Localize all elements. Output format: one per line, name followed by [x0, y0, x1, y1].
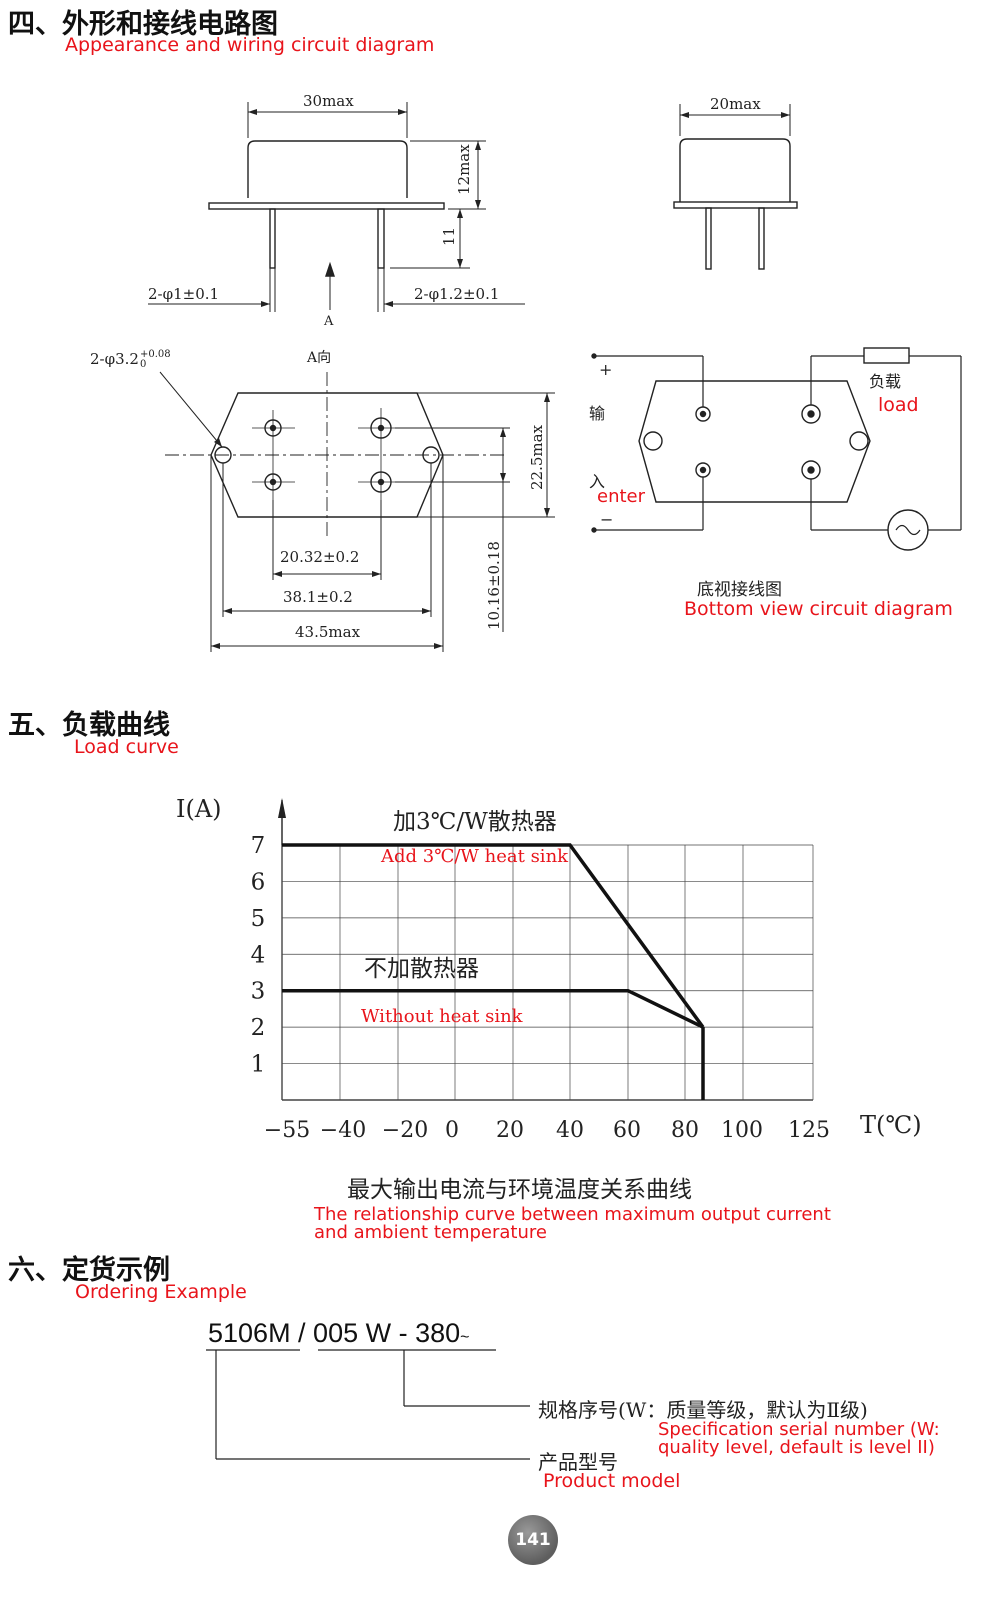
x-tick-label: 80: [671, 1118, 699, 1143]
page-number: 141: [515, 1530, 551, 1550]
order-spec-en: Specification serial number (W: quality …: [658, 1421, 940, 1457]
y-tick-label: 4: [251, 942, 266, 968]
load-curve-caption-en: The relationship curve between maximum o…: [314, 1206, 831, 1242]
circuit-input-zh-2: 入: [589, 472, 606, 491]
x-tick-label: −40: [320, 1118, 366, 1143]
order-spec-en-2: quality level, default is level II): [658, 1437, 935, 1458]
dim-side-width: 20max: [710, 95, 761, 113]
circuit-plus: +: [599, 360, 613, 379]
dim-pin-spacing: 20.32±0.2: [280, 548, 360, 566]
order-model-en: Product model: [543, 1470, 681, 1492]
circuit-load-zh: 负载: [869, 372, 902, 391]
x-tick-label: 100: [721, 1118, 763, 1143]
x-axis-label: T(℃): [860, 1111, 922, 1139]
order-model-zh: 产品型号: [538, 1450, 618, 1474]
x-tick-label: −20: [382, 1118, 428, 1143]
dim-pin-length: 11: [440, 226, 458, 246]
circuit-module-outline: [638, 380, 871, 503]
series-heat-sink-line: [282, 843, 705, 1029]
side-pin-right: [758, 207, 765, 270]
load-curve-chart: 1 2 3 4 5 6 7 −55 −40 −20 0 20 40 60 80 100 125 I(A) T(℃) 加…: [176, 795, 922, 1143]
page-number-badge: 141: [508, 1515, 558, 1565]
circuit-input-en: enter: [597, 486, 646, 507]
load-curve-caption-en-2: and ambient temperature: [314, 1222, 547, 1243]
order-spec-en-1: Specification serial number (W:: [658, 1419, 940, 1440]
side-view-flange: [673, 201, 798, 209]
ac-source: [887, 509, 929, 551]
side-view-body: [679, 138, 791, 202]
series-heat-sink-label-zh: 加3℃/W散热器: [393, 809, 557, 835]
dim-row-spacing: 10.16±0.18: [485, 541, 503, 630]
front-pin-right: [377, 208, 385, 269]
front-view-body: [247, 140, 408, 198]
dim-body-width: 43.5max: [295, 623, 361, 641]
section6-title-en: Ordering Example: [75, 1281, 247, 1303]
series-no-heat-sink-label-en: Without heat sink: [361, 1006, 524, 1027]
x-tick-label: 125: [788, 1118, 830, 1143]
order-spec-zh: 规格序号(W：质量等级，默认为Ⅱ级): [538, 1398, 868, 1422]
x-tick-label: 40: [556, 1118, 584, 1143]
x-tick-label: 0: [445, 1118, 459, 1143]
view-a-label: A向: [307, 350, 332, 366]
order-code-leaders: [206, 1349, 530, 1460]
y-tick-label: 3: [251, 979, 266, 1005]
y-tick-label: 6: [251, 869, 266, 895]
dim-body-height: 22.5max: [528, 424, 546, 490]
front-pin-left: [269, 208, 276, 269]
load-curve-caption-en-1: The relationship curve between maximum o…: [314, 1204, 831, 1225]
dim-pin-dia-right: 2-φ1.2±0.1: [414, 285, 500, 303]
order-code-text: 5106M / 005 W - 380: [208, 1318, 461, 1348]
series-no-heat-sink-label-zh: 不加散热器: [364, 956, 479, 982]
series-heat-sink-label-en: Add 3℃/W heat sink: [380, 846, 569, 867]
section4-title-en: Appearance and wiring circuit diagram: [65, 34, 435, 56]
front-view-flange: [208, 202, 445, 210]
order-code-tilde: ~: [460, 1329, 470, 1346]
load-resistor: [863, 347, 910, 364]
y-tick-label: 7: [251, 833, 266, 859]
dim-pin-dia-left: 2-φ1±0.1: [148, 285, 220, 303]
section4-title-zh: 四、外形和接线电路图: [8, 9, 278, 40]
order-code: 5106M / 005 W - 380~: [208, 1318, 469, 1349]
dim-hole-spacing: 38.1±0.2: [283, 588, 353, 606]
y-axis-arrow: [278, 798, 286, 818]
circuit-load-en: load: [878, 394, 919, 416]
circuit-minus: −: [600, 510, 614, 529]
dim-front-height: 12max: [455, 144, 473, 195]
circuit-input-zh-1: 输: [589, 404, 606, 423]
circuit-caption-zh: 底视接线图: [697, 580, 782, 600]
y-tick-label: 5: [251, 906, 266, 932]
y-tick-label: 2: [251, 1015, 266, 1041]
arrow-a-label: A: [324, 314, 334, 329]
x-tick-label: 60: [613, 1118, 641, 1143]
series-no-heat-sink-line: [282, 988, 704, 1029]
y-tick-label: 1: [251, 1052, 266, 1078]
circuit-caption-en: Bottom view circuit diagram: [684, 598, 953, 620]
appearance-drawings: [148, 102, 962, 652]
x-tick-label: 20: [496, 1118, 524, 1143]
section6-title-zh: 六、定货示例: [8, 1255, 170, 1286]
x-tick-label: −55: [264, 1118, 310, 1143]
side-pin-left: [705, 207, 712, 270]
load-curve-caption-zh: 最大输出电流与环境温度关系曲线: [347, 1177, 692, 1203]
section5-title-zh: 五、负载曲线: [8, 710, 170, 741]
dim-front-width: 30max: [303, 92, 354, 110]
section5-title-en: Load curve: [74, 736, 179, 758]
y-axis-label: I(A): [176, 795, 222, 823]
